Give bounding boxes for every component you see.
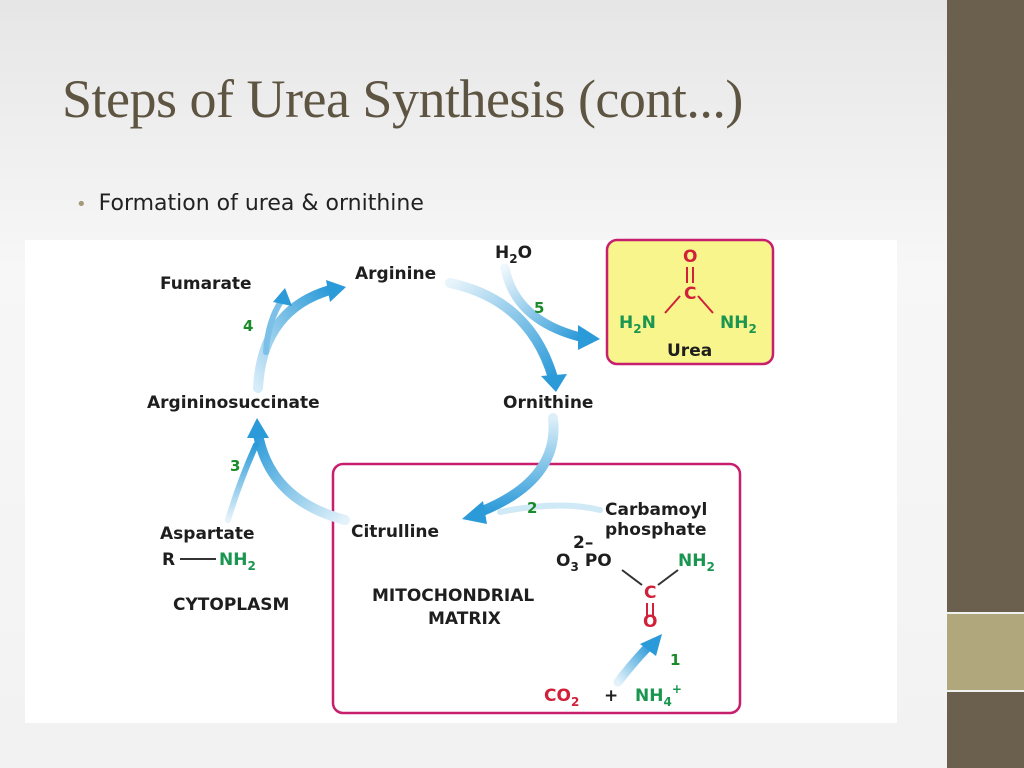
aspartate-group: R NH2 <box>162 550 256 573</box>
step-number-2: 2 <box>527 499 537 517</box>
mitochondrial-matrix-box <box>331 462 742 715</box>
bullet-icon: • <box>76 194 87 215</box>
urea-structure: O C H2N NH2 Urea <box>619 247 757 361</box>
slide-title: Steps of Urea Synthesis (cont...) <box>62 69 743 129</box>
bullet-text: Formation of urea & ornithine <box>98 191 424 216</box>
arrow-argininosuccinate-to-arginine <box>253 280 346 393</box>
urea-box <box>605 238 775 366</box>
citrulline-label: Citrulline <box>351 522 439 542</box>
step-number-4: 4 <box>243 317 253 335</box>
arrow-step1-to-carbamoyl <box>613 634 662 687</box>
ammonium: NH4+ <box>635 682 682 709</box>
aspartate-label: Aspartate <box>160 524 255 544</box>
carbamoyl-phosphate-label-line2: phosphate <box>605 520 706 540</box>
plus-sign: + <box>604 686 618 706</box>
cytoplasm-label: CYTOPLASM <box>173 595 289 615</box>
arrow-to-fumarate <box>263 288 292 355</box>
mitochondrial-matrix-label-line1: MITOCHONDRIAL <box>372 586 534 606</box>
bullet-item: • Formation of urea & ornithine <box>76 191 424 216</box>
carbon-dioxide: CO2 <box>544 686 579 709</box>
phosphate-charge: 2– <box>573 533 593 553</box>
arrow-ornithine-to-citrulline <box>462 413 559 524</box>
carbamoyl-amine: NH2 <box>678 551 715 574</box>
urea-carbon: C <box>684 284 696 304</box>
water-formula: H2O <box>495 243 532 266</box>
arrow-water-to-urea <box>500 263 600 350</box>
urea-right-amine: NH2 <box>720 313 757 336</box>
fumarate-label: Fumarate <box>160 274 252 294</box>
ornithine-label: Ornithine <box>503 393 593 413</box>
argininosuccinate-label: Argininosuccinate <box>147 393 320 413</box>
arrow-carbamoyl-to-citrulline <box>497 502 603 515</box>
urea-left-amine: H2N <box>619 313 656 336</box>
step-number-1: 1 <box>670 651 680 669</box>
arrow-arginine-to-ornithine <box>445 278 567 392</box>
step-number-5: 5 <box>534 299 544 317</box>
aspartate-amine: NH2 <box>219 550 256 573</box>
step1-inputs: CO2 + NH4+ <box>544 682 682 709</box>
sidebar-divider <box>947 612 1024 614</box>
step-number-3: 3 <box>230 457 240 475</box>
carbamoyl-carbon: C <box>644 583 656 603</box>
sidebar-divider <box>947 690 1024 692</box>
aspartate-r-group: R <box>162 550 175 570</box>
urea-label: Urea <box>667 341 712 361</box>
carbamoyl-phosphate-label-line1: Carbamoyl <box>605 500 707 520</box>
arrow-citrulline-to-argininosuccinate <box>247 418 350 525</box>
mitochondrial-matrix-label-line2: MATRIX <box>428 609 501 629</box>
carbamoyl-oxygen: O <box>643 612 657 632</box>
arginine-label: Arginine <box>355 264 436 284</box>
sidebar-decoration-light <box>947 614 1024 690</box>
urea-oxygen: O <box>683 247 697 267</box>
arrow-aspartate-to-argininosuccinate <box>225 442 259 523</box>
